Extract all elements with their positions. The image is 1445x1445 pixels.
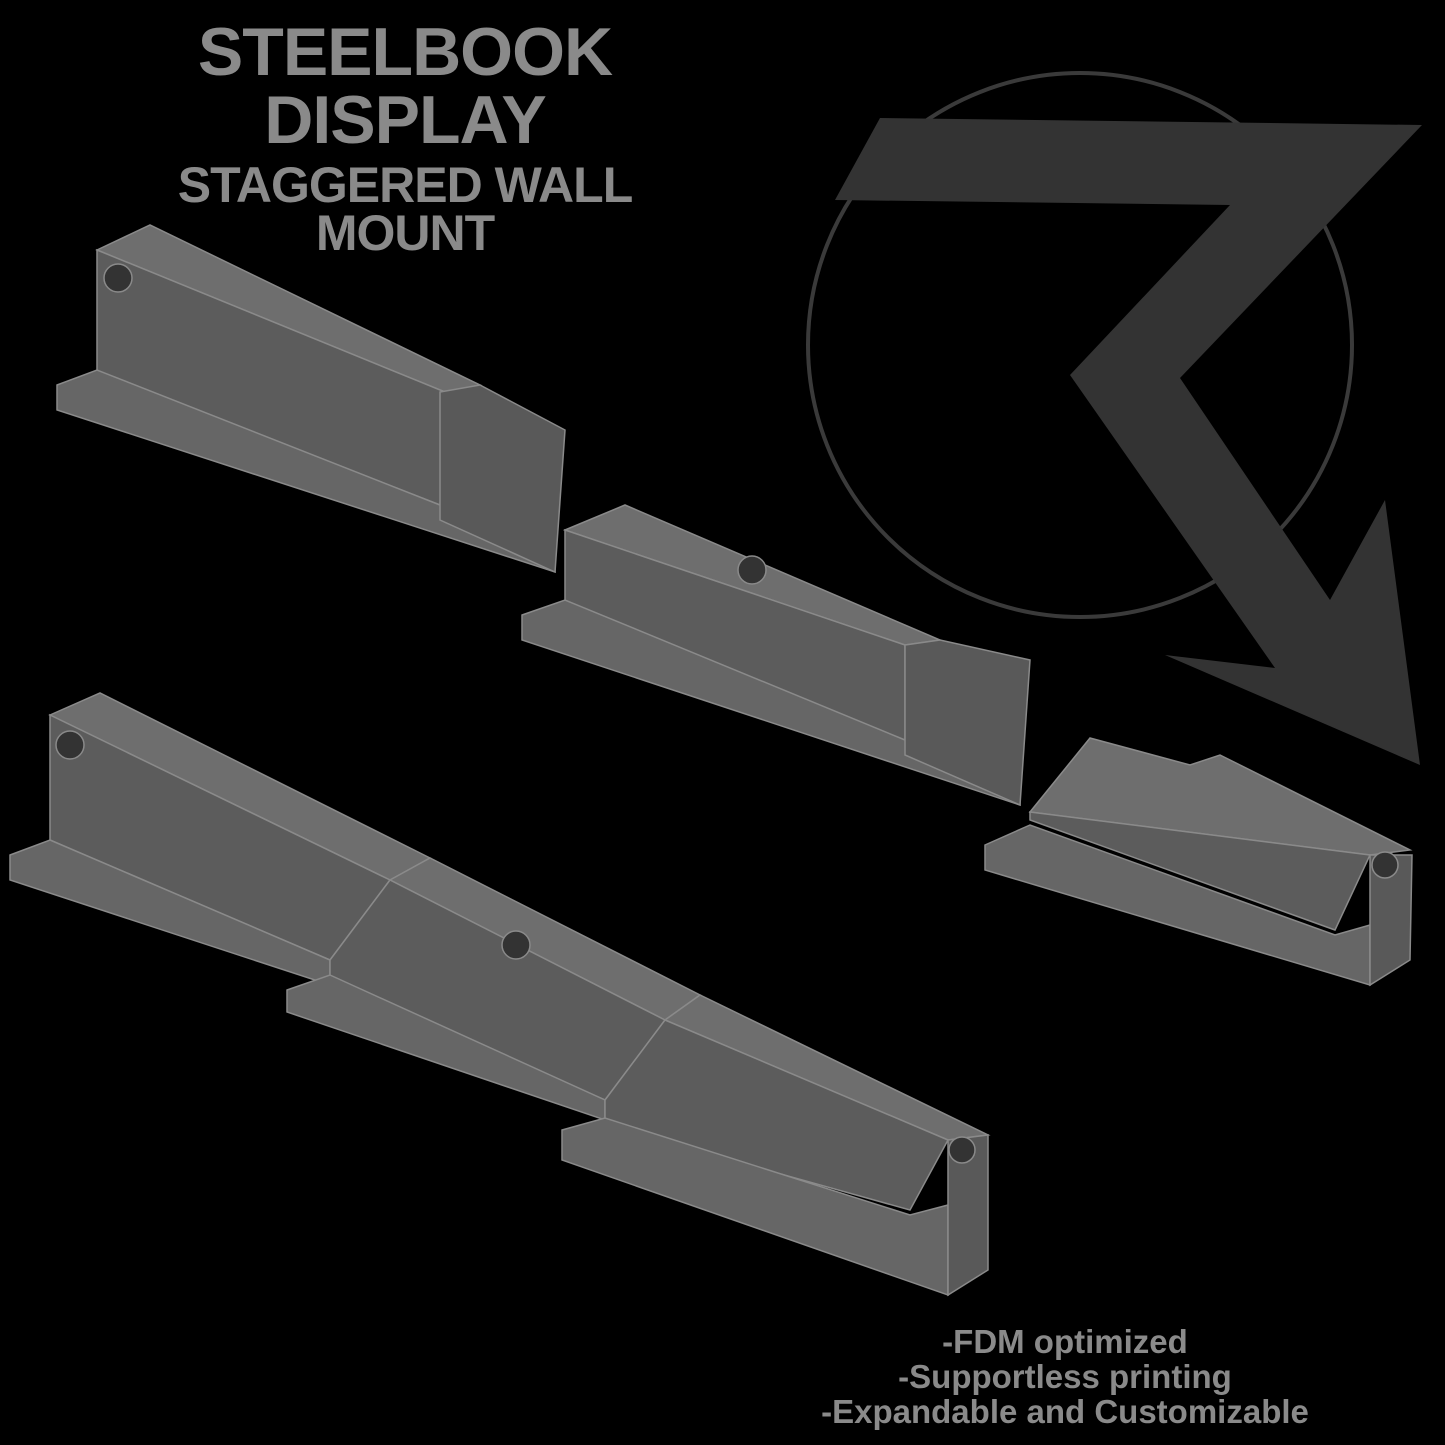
- screw-hole: [948, 1136, 976, 1164]
- logo-z-arrow: [835, 118, 1422, 765]
- screw-hole: [737, 555, 767, 585]
- screw-hole: [501, 930, 531, 960]
- screw-hole: [1371, 851, 1399, 879]
- title-line-2: DISPLAY: [264, 82, 546, 158]
- assembled-shelf: [9, 692, 991, 1297]
- feature-item: -FDM optimized: [942, 1323, 1188, 1360]
- screw-hole: [55, 730, 85, 760]
- logo: [806, 71, 1422, 765]
- shelf-piece-middle: [521, 504, 1031, 807]
- screw-hole: [103, 263, 133, 293]
- logo-circle: [806, 71, 1354, 619]
- shelf-piece-top-left: [56, 224, 566, 574]
- title-line-1: STEELBOOK: [197, 14, 613, 90]
- feature-item: -Expandable and Customizable: [821, 1393, 1309, 1430]
- feature-list: -FDM optimized -Supportless printing -Ex…: [715, 1324, 1415, 1429]
- title-line-3: STAGGERED WALL: [177, 157, 634, 213]
- title-line-4: MOUNT: [315, 205, 495, 261]
- feature-item: -Supportless printing: [898, 1358, 1232, 1395]
- shelf-piece-end: [984, 737, 1413, 987]
